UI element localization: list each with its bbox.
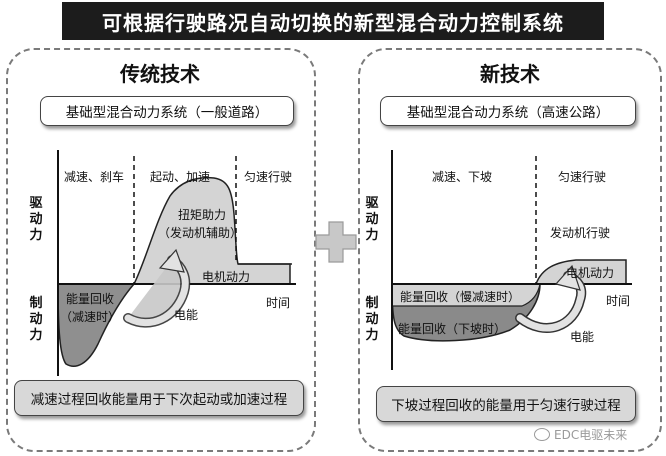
- left-regen-area: [57, 283, 136, 367]
- left-torque-assist: 扭矩助力: [178, 208, 227, 222]
- left-electric-label: 电能: [174, 308, 199, 322]
- right-axis-brake-label: 制动力: [365, 296, 379, 343]
- left-regen-sub: （减速时）: [60, 310, 121, 324]
- left-axis-brake-label: 制动力: [29, 296, 43, 343]
- right-time-label: 时间: [606, 294, 631, 308]
- left-heading: 传统技术: [120, 62, 200, 86]
- left-engine-assist: （发动机辅助）: [158, 226, 243, 240]
- left-phase-decel: 减速、刹车: [64, 170, 125, 184]
- right-axis-drive-label: 驱动力: [365, 196, 379, 243]
- right-subtitle: 基础型混合动力系统（高速公路）: [380, 96, 636, 126]
- left-phase-accel: 起动、加速: [150, 170, 211, 184]
- watermark-text: EDC电驱未来: [554, 428, 628, 442]
- right-heading: 新技术: [480, 62, 540, 86]
- right-motor-area: [534, 259, 627, 285]
- right-phase-decel: 减速、下坡: [432, 170, 493, 184]
- wechat-icon: [534, 428, 550, 441]
- diagram-title: 可根据行驶路况自动切换的新型混合动力控制系统: [62, 2, 604, 40]
- right-regen-slow: 能量回收（慢减速时）: [400, 290, 521, 304]
- right-energy-arrow: [554, 264, 581, 291]
- left-phase-cruise: 匀速行驶: [244, 170, 293, 184]
- right-engine-drive: 发动机行驶: [550, 226, 611, 240]
- left-axis-drive-label: 驱动力: [29, 196, 43, 243]
- left-motor-power: 电机动力: [202, 270, 251, 284]
- left-regen-label: 能量回收: [66, 292, 115, 306]
- left-time-label: 时间: [266, 296, 291, 310]
- left-subtitle: 基础型混合动力系统（一般道路）: [40, 96, 294, 126]
- watermark: EDC电驱未来: [534, 426, 627, 443]
- right-motor-power: 电机动力: [566, 266, 615, 280]
- left-chart: [57, 150, 296, 376]
- left-bottom-caption: 减速过程回收能量用于下次起动或加速过程: [14, 380, 304, 416]
- plus-icon: [315, 221, 357, 263]
- right-chart: [391, 150, 632, 370]
- right-electric-label: 电能: [570, 330, 595, 344]
- right-bottom-caption: 下坡过程回收的能量用于匀速行驶过程: [376, 386, 636, 422]
- right-regen-down: 能量回收（下坡时）: [398, 322, 507, 336]
- right-phase-cruise: 匀速行驶: [558, 170, 607, 184]
